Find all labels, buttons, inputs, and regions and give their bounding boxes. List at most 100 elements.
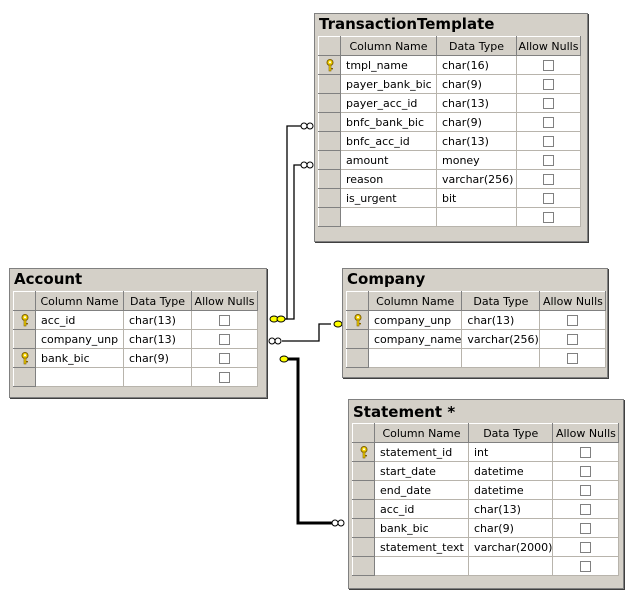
allow-nulls-checkbox[interactable]	[543, 155, 554, 166]
data-type-cell[interactable]: char(13)	[461, 310, 541, 330]
data-type-cell[interactable]: varchar(256)	[461, 329, 541, 349]
empty-row[interactable]	[352, 556, 620, 576]
row-selector[interactable]	[318, 169, 341, 189]
row-selector[interactable]	[318, 93, 341, 113]
data-type-cell[interactable]: char(13)	[436, 93, 517, 113]
allow-nulls-checkbox[interactable]	[543, 174, 554, 185]
allow-nulls-checkbox[interactable]	[543, 117, 554, 128]
row-selector[interactable]	[352, 461, 375, 481]
table-title[interactable]: Statement *	[353, 403, 456, 421]
empty-row[interactable]	[318, 207, 581, 227]
column-name-cell[interactable]	[367, 348, 463, 368]
row-selector[interactable]	[352, 499, 375, 519]
column-name-cell[interactable]: bank_bic	[374, 518, 469, 538]
data-type-cell[interactable]	[123, 367, 192, 387]
row-selector[interactable]	[318, 131, 341, 151]
data-type-cell[interactable]: datetime	[467, 461, 554, 481]
allow-nulls-checkbox[interactable]	[543, 60, 554, 71]
allow-nulls-checkbox[interactable]	[567, 334, 579, 345]
column-name-cell[interactable]: acc_id	[35, 310, 124, 330]
table-title[interactable]: TransactionTemplate	[319, 15, 495, 33]
data-type-cell[interactable]: char(9)	[436, 112, 517, 132]
column-name-cell[interactable]	[35, 367, 124, 387]
allow-nulls-checkbox[interactable]	[580, 504, 592, 515]
data-type-cell[interactable]: char(13)	[123, 310, 192, 330]
row-selector[interactable]	[352, 537, 375, 557]
row-selector[interactable]	[352, 518, 375, 538]
allow-nulls-checkbox[interactable]	[543, 79, 554, 90]
data-type-cell[interactable]: char(13)	[123, 329, 192, 349]
data-type-cell[interactable]: bit	[436, 188, 517, 208]
data-type-cell[interactable]	[461, 348, 541, 368]
column-name-cell[interactable]: payer_bank_bic	[340, 74, 437, 94]
column-name-cell[interactable]: reason	[340, 169, 437, 189]
table-title[interactable]: Company	[347, 270, 426, 288]
column-name-cell[interactable]: end_date	[374, 480, 469, 500]
allow-nulls-checkbox[interactable]	[543, 98, 554, 109]
allow-nulls-checkbox[interactable]	[580, 542, 592, 553]
allow-nulls-checkbox[interactable]	[543, 136, 554, 147]
data-type-cell[interactable]: datetime	[467, 480, 554, 500]
data-type-cell[interactable]: int	[467, 442, 554, 462]
row-selector[interactable]	[13, 367, 36, 387]
allow-nulls-checkbox[interactable]	[543, 193, 554, 204]
data-type-cell[interactable]: char(16)	[436, 55, 517, 75]
row-selector[interactable]	[13, 329, 36, 349]
row-selector[interactable]	[318, 150, 341, 170]
table-title[interactable]: Account	[14, 270, 83, 288]
row-selector[interactable]	[346, 348, 369, 368]
row-selector[interactable]	[13, 348, 36, 368]
allow-nulls-checkbox[interactable]	[580, 466, 592, 477]
column-name-cell[interactable]: statement_text	[374, 537, 469, 557]
data-type-cell[interactable]	[436, 207, 517, 227]
data-type-cell[interactable]	[467, 556, 554, 576]
allow-nulls-checkbox[interactable]	[580, 485, 592, 496]
allow-nulls-checkbox[interactable]	[543, 212, 554, 223]
empty-row[interactable]	[346, 348, 607, 368]
column-name-cell[interactable]: is_urgent	[340, 188, 437, 208]
data-type-cell[interactable]: money	[436, 150, 517, 170]
data-type-cell[interactable]: char(9)	[123, 348, 192, 368]
row-selector[interactable]	[318, 74, 341, 94]
column-name-cell[interactable]: bnfc_acc_id	[340, 131, 437, 151]
column-name-cell[interactable]: tmpl_name	[340, 55, 437, 75]
allow-nulls-checkbox[interactable]	[219, 334, 230, 345]
allow-nulls-checkbox[interactable]	[580, 523, 592, 534]
column-name-cell[interactable]: statement_id	[374, 442, 469, 462]
row-selector[interactable]	[318, 112, 341, 132]
column-name-cell[interactable]: company_unp	[35, 329, 124, 349]
column-name-cell[interactable]: amount	[340, 150, 437, 170]
allow-nulls-checkbox[interactable]	[580, 447, 592, 458]
allow-nulls-checkbox[interactable]	[219, 353, 230, 364]
column-name-cell[interactable]	[374, 556, 469, 576]
column-name-cell[interactable]: acc_id	[374, 499, 469, 519]
allow-nulls-checkbox[interactable]	[219, 315, 230, 326]
data-type-cell[interactable]: char(13)	[467, 499, 554, 519]
data-type-cell[interactable]: char(13)	[436, 131, 517, 151]
row-selector[interactable]	[346, 329, 369, 349]
data-type-cell[interactable]: varchar(2000)	[467, 537, 554, 557]
row-selector[interactable]	[352, 442, 375, 462]
row-selector[interactable]	[352, 480, 375, 500]
data-type-cell[interactable]: varchar(256)	[436, 169, 517, 189]
column-name-cell[interactable]: company_name	[367, 329, 463, 349]
row-selector[interactable]	[318, 207, 341, 227]
data-type-cell[interactable]: char(9)	[436, 74, 517, 94]
